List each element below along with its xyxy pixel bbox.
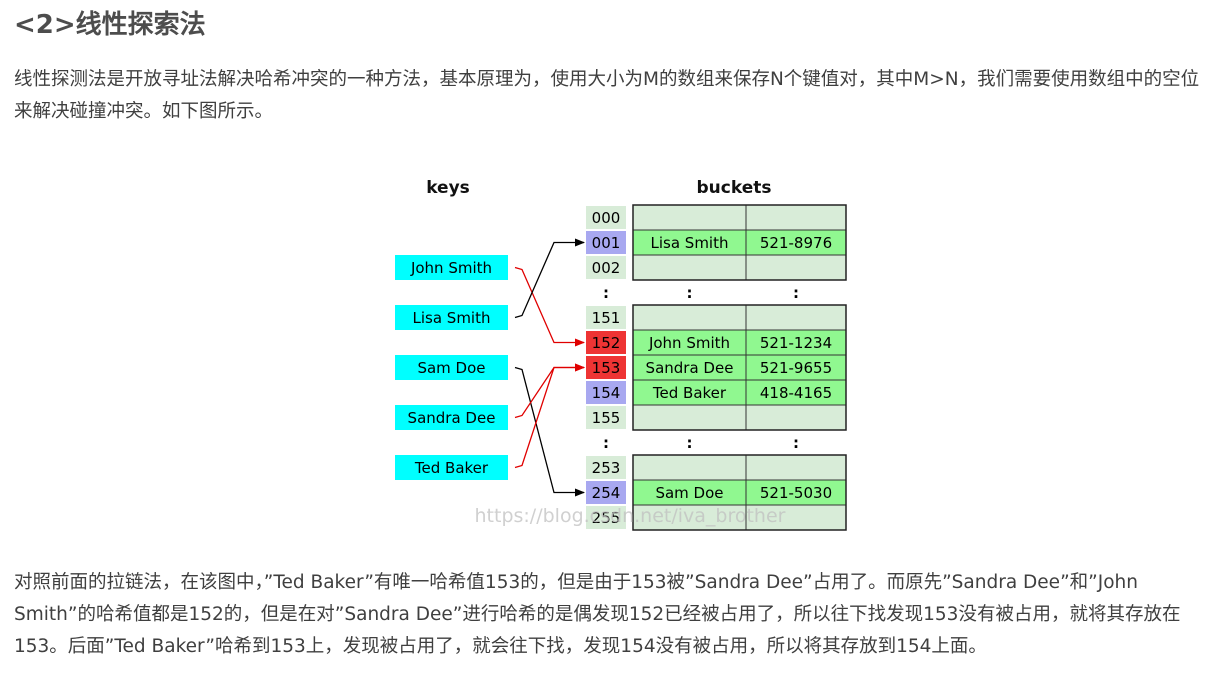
key-box-bg <box>395 405 508 430</box>
watermark-text: https://blog.csdn.net/iva_brother <box>475 505 786 527</box>
key-box: Ted Baker <box>395 455 508 480</box>
bucket-phone-cell <box>745 454 847 481</box>
gap-ellipsis: : <box>603 434 609 452</box>
gap-ellipsis: : <box>793 284 799 302</box>
bucket-index-label: 000 <box>592 209 621 227</box>
bucket-index-label: 153 <box>592 359 621 377</box>
collision-arrow <box>514 266 585 347</box>
explanation-paragraph: 对照前面的拉链法，在该图中，”Ted Baker”有唯一哈希值153的，但是由于… <box>14 572 1181 657</box>
collision-arrow <box>514 363 585 419</box>
bucket-name-label: John Smith <box>648 334 730 352</box>
key-box: John Smith <box>395 255 508 280</box>
bucket-index-cell <box>586 506 626 529</box>
bucket-index-label: 001 <box>592 234 621 252</box>
bucket-phone-cell <box>745 479 847 506</box>
gap-ellipsis: : <box>793 434 799 452</box>
key-box: Sam Doe <box>395 355 508 380</box>
bucket-row: 002 <box>586 254 847 281</box>
bucket-index-label: 155 <box>592 409 621 427</box>
key-label: Sandra Dee <box>408 409 496 427</box>
bucket-row: 253 <box>586 454 847 481</box>
bucket-phone-cell <box>745 404 847 431</box>
key-label: Ted Baker <box>414 459 489 477</box>
bucket-row: 001 Lisa Smith 521-8976 <box>586 229 847 256</box>
bucket-index-cell <box>586 456 626 479</box>
bucket-name-cell <box>632 454 747 481</box>
key-label: Sam Doe <box>417 359 485 377</box>
key-label: John Smith <box>410 259 492 277</box>
bucket-index-cell <box>586 381 626 404</box>
bucket-phone-cell <box>745 329 847 356</box>
collision-arrow <box>514 363 585 469</box>
bucket-gap-row: ::: <box>603 434 799 452</box>
key-box-bg <box>395 255 508 280</box>
bucket-name-cell <box>632 254 747 281</box>
key-box-bg <box>395 305 508 330</box>
bucket-name-cell <box>632 304 747 331</box>
bucket-name-cell <box>632 329 747 356</box>
bucket-name-cell <box>632 504 747 531</box>
bucket-row: 254 Sam Doe 521-5030 <box>586 479 847 506</box>
bucket-phone-cell <box>745 304 847 331</box>
bucket-row: 152 John Smith 521-1234 <box>586 329 847 356</box>
bucket-index-cell <box>586 481 626 504</box>
bucket-phone-cell <box>745 379 847 406</box>
bucket-index-cell <box>586 231 626 254</box>
bucket-index-cell <box>586 306 626 329</box>
key-box-bg <box>395 455 508 480</box>
bucket-phone-label: 521-9655 <box>760 359 832 377</box>
bucket-row: 255 <box>586 504 847 531</box>
bucket-row: 000 <box>586 204 847 231</box>
gap-ellipsis: : <box>687 284 693 302</box>
bucket-name-cell <box>632 479 747 506</box>
bucket-phone-label: 521-1234 <box>760 334 832 352</box>
bucket-group-border <box>632 204 847 281</box>
bucket-row: 153 Sandra Dee 521-9655 <box>586 354 847 381</box>
bucket-group-border <box>632 454 847 531</box>
bucket-name-label: Ted Baker <box>652 384 727 402</box>
bucket-name-label: Sandra Dee <box>646 359 734 377</box>
bucket-phone-label: 521-8976 <box>760 234 832 252</box>
keys-title: keys <box>426 178 470 198</box>
bucket-gap-row: ::: <box>603 284 799 302</box>
bucket-phone-cell <box>745 254 847 281</box>
bucket-name-cell <box>632 404 747 431</box>
bucket-phone-cell <box>745 354 847 381</box>
bucket-index-label: 254 <box>592 484 621 502</box>
bucket-index-cell <box>586 356 626 379</box>
gap-ellipsis: : <box>687 434 693 452</box>
section-heading: <2>线性探索法 <box>14 10 206 40</box>
bucket-phone-cell <box>745 204 847 231</box>
hash-arrow <box>514 238 585 319</box>
key-box: Lisa Smith <box>395 305 508 330</box>
bucket-name-label: Sam Doe <box>655 484 723 502</box>
bucket-index-label: 253 <box>592 459 621 477</box>
bucket-row: 154 Ted Baker 418-4165 <box>586 379 847 406</box>
bucket-phone-cell <box>745 504 847 531</box>
bucket-group-border <box>632 304 847 431</box>
bucket-index-cell <box>586 256 626 279</box>
bucket-index-label: 255 <box>592 509 621 527</box>
buckets-title: buckets <box>697 178 772 198</box>
key-box-bg <box>395 355 508 380</box>
bucket-phone-label: 418-4165 <box>760 384 832 402</box>
bucket-index-label: 151 <box>592 309 621 327</box>
hash-arrow <box>514 366 585 497</box>
bucket-index-label: 154 <box>592 384 621 402</box>
key-box: Sandra Dee <box>395 405 508 430</box>
bucket-phone-label: 521-5030 <box>760 484 832 502</box>
bucket-row: 151 <box>586 304 847 331</box>
bucket-name-label: Lisa Smith <box>651 234 729 252</box>
bucket-index-label: 002 <box>592 259 621 277</box>
bucket-index-cell <box>586 206 626 229</box>
bucket-index-label: 152 <box>592 334 621 352</box>
gap-ellipsis: : <box>603 284 609 302</box>
bucket-row: 155 <box>586 404 847 431</box>
bucket-name-cell <box>632 204 747 231</box>
key-label: Lisa Smith <box>413 309 491 327</box>
intro-paragraph: 线性探测法是开放寻址法解决哈希冲突的一种方法，基本原理为，使用大小为M的数组来保… <box>14 69 1200 122</box>
bucket-index-cell <box>586 406 626 429</box>
bucket-index-cell <box>586 331 626 354</box>
